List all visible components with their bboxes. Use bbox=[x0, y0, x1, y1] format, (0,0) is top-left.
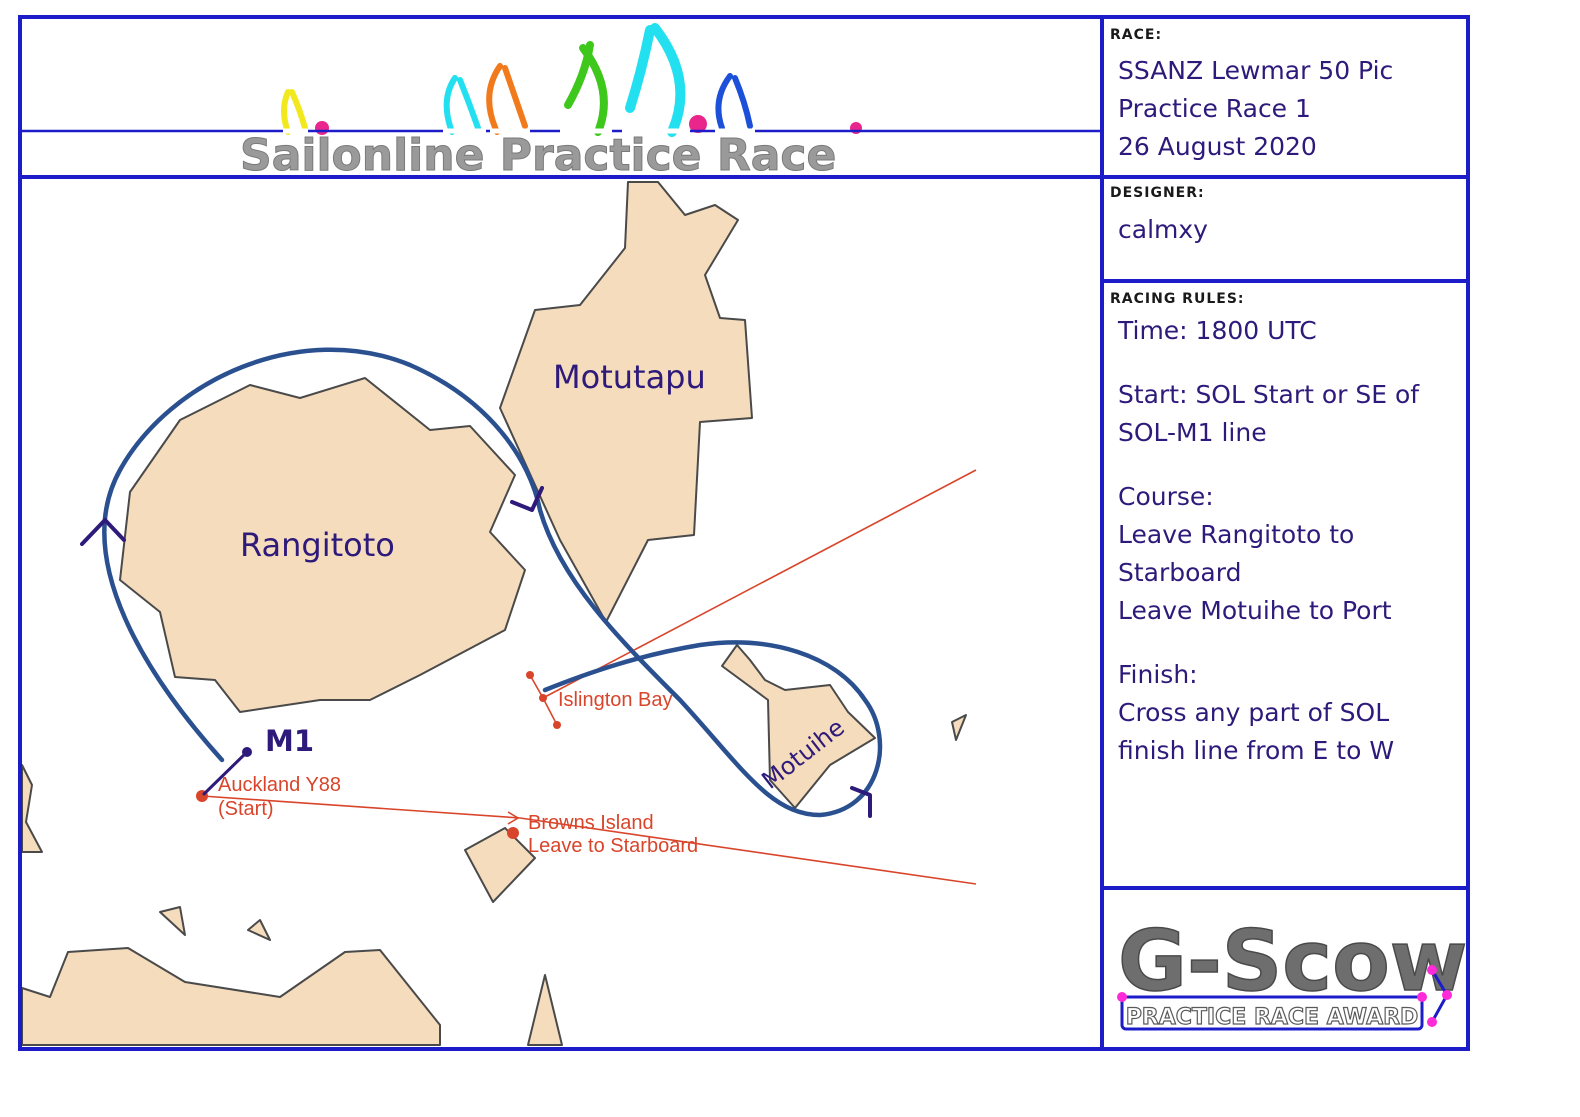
rule-finish-2: finish line from E to W bbox=[1118, 736, 1395, 765]
coast-south bbox=[21, 947, 441, 1046]
browns-arrow bbox=[507, 811, 520, 825]
rule-time: Time: 1800 UTC bbox=[1118, 316, 1317, 345]
race-label: RACE: bbox=[1110, 27, 1163, 43]
rule-finish-1: Cross any part of SOL bbox=[1118, 698, 1390, 727]
arrow-motuihe bbox=[850, 786, 872, 818]
start-m1-line bbox=[202, 750, 249, 796]
award-banner bbox=[1120, 995, 1424, 1031]
arrow-rangitoto-west bbox=[80, 518, 126, 546]
m1-mark bbox=[242, 747, 252, 757]
route-labels: Auckland Y88 (Start) Browns Island Leave… bbox=[218, 689, 698, 857]
map-land bbox=[21, 181, 967, 1046]
banner-title: Sailonline Practice Race bbox=[240, 130, 836, 181]
rule-course-2: Starboard bbox=[1118, 558, 1242, 587]
race-name: SSANZ Lewmar 50 Pic bbox=[1118, 56, 1394, 85]
browns-point bbox=[507, 827, 519, 839]
course-track bbox=[102, 347, 883, 818]
race-subtitle: Practice Race 1 bbox=[1118, 94, 1311, 123]
gscow-award-logo: G-Scow PRACTICE RACE AWARD bbox=[1117, 911, 1468, 1031]
sail-boats-graphic bbox=[281, 23, 753, 137]
start-label-line1: Auckland Y88 bbox=[218, 774, 341, 796]
rangitoto-label: Rangitoto bbox=[240, 526, 395, 564]
arrow-motutapu bbox=[510, 486, 544, 512]
rule-start-2: SOL-M1 line bbox=[1118, 418, 1267, 447]
course-direction-arrows bbox=[80, 486, 872, 818]
islet bbox=[247, 919, 271, 941]
m1-label: M1 bbox=[265, 724, 314, 758]
race-info: SSANZ Lewmar 50 Pic Practice Race 1 26 A… bbox=[1118, 52, 1393, 166]
islet bbox=[159, 906, 186, 936]
coast-left bbox=[21, 764, 43, 853]
racing-rules: Time: 1800 UTC Start: SOL Start or SE of… bbox=[1118, 312, 1419, 770]
gscow-logo-text: G-Scow bbox=[1118, 912, 1467, 1010]
award-subtitle: PRACTICE RACE AWARD bbox=[1126, 1005, 1419, 1030]
islet bbox=[951, 714, 967, 741]
motutapu-label: Motutapu bbox=[553, 358, 706, 396]
browns-label-line2: Leave to Starboard bbox=[528, 835, 698, 857]
rule-course-1: Leave Rangitoto to bbox=[1118, 520, 1355, 549]
islington-label: Islington Bay bbox=[558, 689, 673, 711]
browns-island bbox=[464, 827, 536, 903]
browns-label-line1: Browns Island bbox=[528, 812, 654, 834]
rule-start-1: Start: SOL Start or SE of bbox=[1118, 380, 1420, 409]
race-date: 26 August 2020 bbox=[1118, 132, 1317, 161]
designer-label: DESIGNER: bbox=[1110, 185, 1205, 201]
rule-course-heading: Course: bbox=[1118, 482, 1214, 511]
motuihe-island bbox=[721, 644, 876, 809]
course-loop-rangitoto bbox=[102, 347, 883, 818]
rangitoto-island bbox=[119, 377, 526, 713]
rule-course-3: Leave Motuihe to Port bbox=[1118, 596, 1392, 625]
racing-rules-label: RACING RULES: bbox=[1110, 291, 1245, 307]
start-label-line2: (Start) bbox=[218, 798, 274, 820]
islet-spike bbox=[527, 974, 563, 1046]
rule-finish-heading: Finish: bbox=[1118, 660, 1198, 689]
motutapu-island bbox=[499, 181, 753, 623]
designer-name: calmxy bbox=[1118, 215, 1208, 244]
